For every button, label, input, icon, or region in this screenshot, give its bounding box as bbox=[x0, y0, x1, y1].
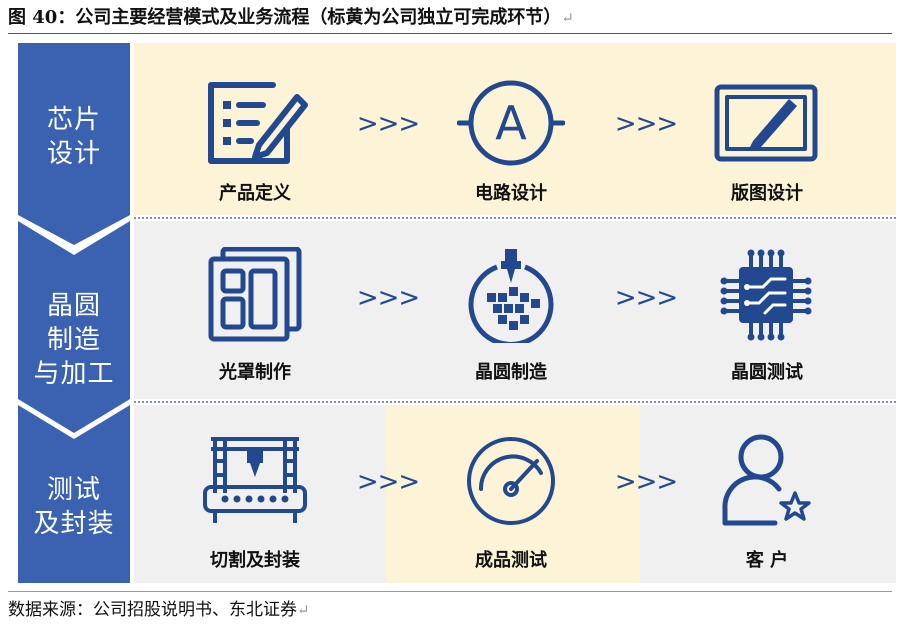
step-label: 成品测试 bbox=[475, 550, 547, 571]
stage-wafer-manufacturing: 晶圆制造与加工 光罩制作 >>> bbox=[18, 221, 896, 433]
step-label: 电路设计 bbox=[475, 183, 547, 204]
flow-arrow: >>> bbox=[356, 109, 420, 139]
step-label: 晶圆测试 bbox=[731, 362, 803, 383]
figure-title: 图 40：公司主要经营模式及业务流程（标黄为公司独立可完成环节）↵ bbox=[8, 7, 574, 28]
step-product-definition: 产品定义 bbox=[160, 43, 350, 215]
dotted-divider bbox=[134, 401, 896, 403]
stage-label-wafer: 晶圆制造与加工 bbox=[33, 291, 115, 389]
stage-chip-design: 芯片设计 产品定义 >>> bbox=[18, 43, 896, 245]
stage-label-packaging: 测试及封装 bbox=[33, 475, 115, 539]
flow-arrow: >>> bbox=[614, 109, 678, 139]
step-circuit-design: A 电路设计 bbox=[416, 43, 606, 215]
step-final-test: 成品测试 bbox=[416, 405, 606, 583]
business-flow-diagram: 芯片设计 产品定义 >>> bbox=[18, 43, 896, 583]
step-dicing-packaging: 切割及封装 bbox=[160, 405, 350, 583]
wafer-fab-icon bbox=[457, 247, 565, 347]
flow-arrow: >>> bbox=[614, 283, 678, 313]
gauge-icon bbox=[457, 431, 565, 527]
stage-sidebar-packaging: 测试及封装 bbox=[18, 405, 130, 583]
circuit-a-icon: A bbox=[456, 75, 566, 171]
flow-arrow: >>> bbox=[356, 283, 420, 313]
step-label: 版图设计 bbox=[731, 183, 803, 204]
chip-test-icon bbox=[713, 247, 821, 343]
customer-icon bbox=[713, 431, 821, 527]
step-customer: 客 户 bbox=[672, 405, 862, 583]
return-mark: ↵ bbox=[561, 9, 574, 27]
panel-packaging bbox=[134, 405, 386, 583]
source-note: 数据来源：公司招股说明书、东北证券↵ bbox=[8, 600, 310, 620]
step-label: 产品定义 bbox=[219, 183, 291, 204]
tablet-pen-icon bbox=[713, 75, 821, 171]
photomask-icon bbox=[201, 246, 309, 343]
flow-arrow: >>> bbox=[614, 467, 678, 497]
stage-test-packaging: 测试及封装 bbox=[18, 405, 896, 583]
dotted-divider bbox=[134, 217, 896, 219]
source-rule bbox=[8, 591, 892, 592]
title-rule bbox=[8, 33, 892, 34]
panel-customer bbox=[640, 405, 896, 583]
step-layout-design: 版图设计 bbox=[672, 43, 862, 215]
step-label: 光罩制作 bbox=[219, 362, 291, 383]
step-label: 客 户 bbox=[745, 550, 789, 571]
step-wafer-fab: 晶圆制造 bbox=[416, 221, 606, 399]
stage-sidebar-wafer: 晶圆制造与加工 bbox=[18, 221, 130, 433]
packaging-machine-icon bbox=[201, 431, 309, 527]
return-mark: ↵ bbox=[297, 601, 310, 619]
step-wafer-test: 晶圆测试 bbox=[672, 221, 862, 399]
stage-label-design: 芯片设计 bbox=[46, 105, 101, 169]
document-edit-icon bbox=[201, 75, 309, 171]
step-label: 晶圆制造 bbox=[475, 362, 547, 383]
flow-arrow: >>> bbox=[356, 467, 420, 497]
step-label: 切割及封装 bbox=[210, 550, 300, 571]
stage-sidebar-design: 芯片设计 bbox=[18, 43, 130, 245]
step-photomask: 光罩制作 bbox=[160, 221, 350, 399]
svg-text:A: A bbox=[495, 96, 527, 150]
